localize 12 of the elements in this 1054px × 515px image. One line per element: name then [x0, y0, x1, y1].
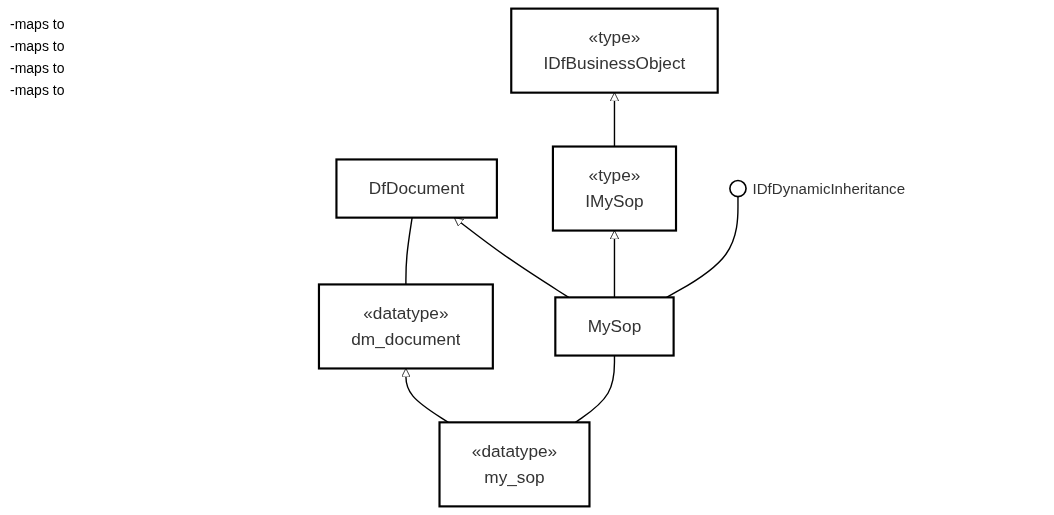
- role-label: -maps to: [10, 82, 66, 98]
- node-box: «datatype» dm_document: [317, 283, 494, 370]
- role-label: -maps to: [10, 60, 66, 76]
- role-label: -maps to: [10, 38, 66, 54]
- node-box: «type» IMySop: [551, 145, 678, 232]
- node-box: MySop: [554, 296, 675, 357]
- role-label: -maps to: [10, 16, 66, 32]
- node-box: DfDocument: [335, 158, 498, 219]
- interface-label: IDfDynamicInheritance: [752, 179, 906, 197]
- node-box: «type» IDfBusinessObject: [510, 7, 719, 94]
- node-circle: [729, 179, 747, 198]
- node-box: «datatype» my_sop: [438, 421, 591, 508]
